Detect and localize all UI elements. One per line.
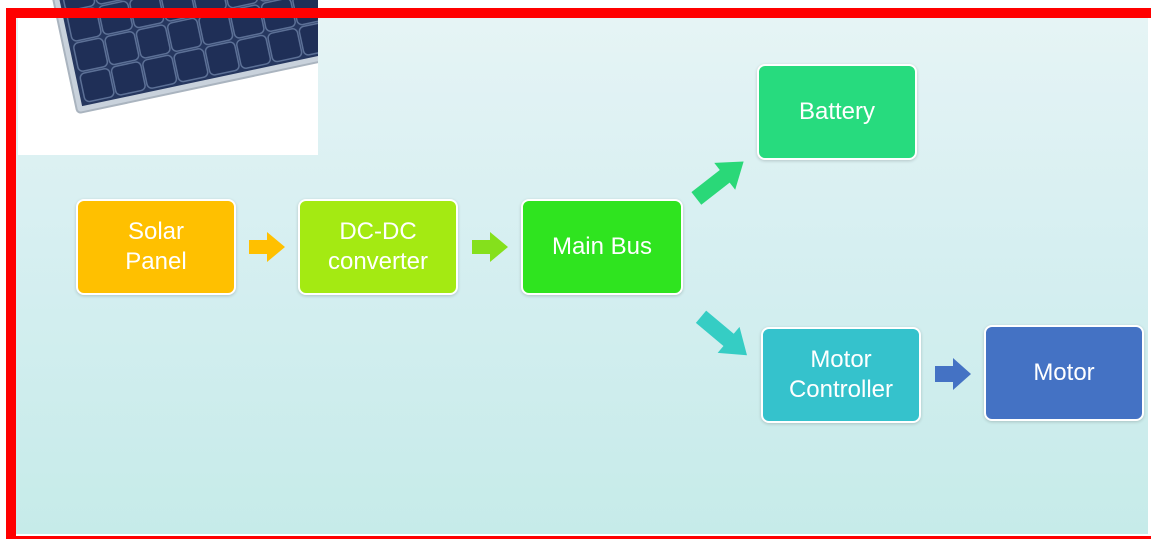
solar-panel-image <box>18 0 318 155</box>
arrow-solar-to-dcdc-icon <box>249 232 285 262</box>
arrow-mainbus-to-motor-controller-icon <box>694 306 754 366</box>
solar-panel-node: Solar Panel <box>76 199 236 295</box>
dc-dc-converter-node: DC-DC converter <box>298 199 458 295</box>
arrow-dcdc-to-mainbus-icon <box>472 232 508 262</box>
battery-node: Battery <box>757 64 917 160</box>
motor-node: Motor <box>984 325 1144 421</box>
arrow-mainbus-to-battery-icon <box>690 150 750 210</box>
main-bus-node: Main Bus <box>521 199 683 295</box>
arrow-motor-controller-to-motor-icon <box>935 358 971 390</box>
motor-controller-node: Motor Controller <box>761 327 921 423</box>
